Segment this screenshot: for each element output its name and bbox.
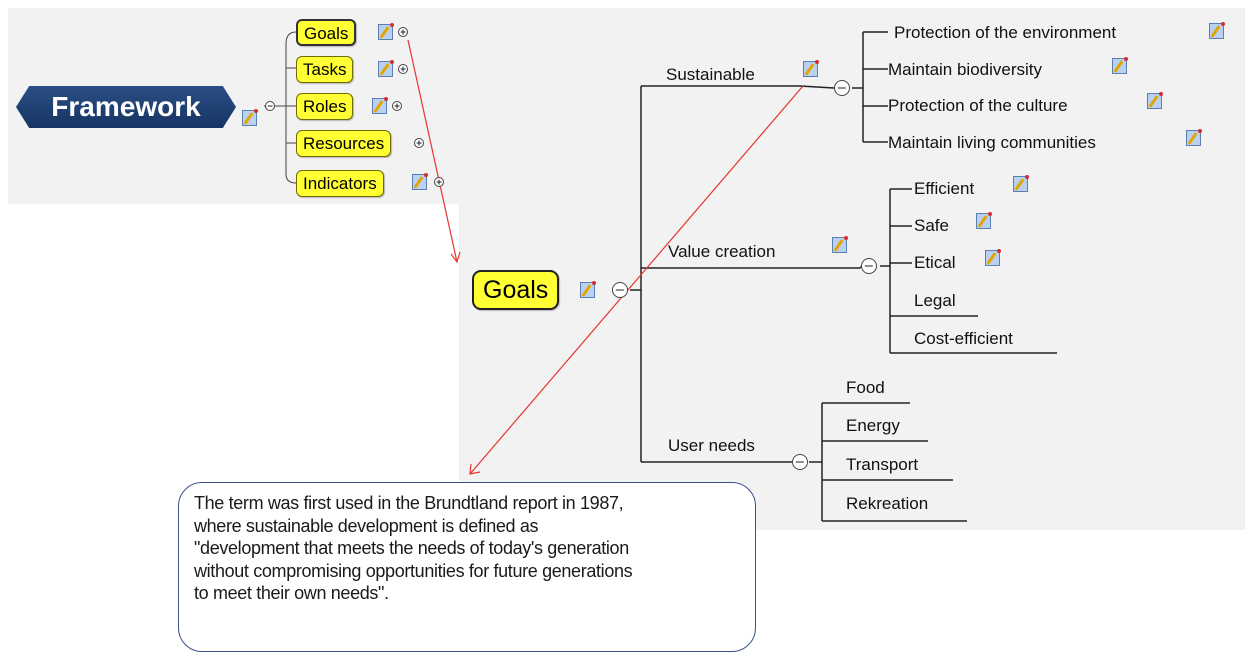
- sub-maintain-living-communities[interactable]: Maintain living communities: [888, 133, 1096, 152]
- sub-energy[interactable]: Energy: [846, 416, 900, 435]
- expand-icon[interactable]: [434, 177, 444, 187]
- branch-label: Roles: [303, 97, 347, 116]
- sub-protection-environment[interactable]: Protection of the environment: [894, 23, 1117, 42]
- category-value-creation[interactable]: Value creation: [668, 242, 776, 261]
- note-icon[interactable]: [378, 23, 394, 40]
- category-user-needs[interactable]: User needs: [668, 436, 755, 455]
- center-label: Goals: [483, 276, 549, 304]
- sub-efficient[interactable]: Efficient: [914, 179, 975, 198]
- collapse-icon[interactable]: [861, 258, 877, 274]
- note-icon[interactable]: [412, 173, 428, 190]
- note-icon[interactable]: [1147, 92, 1163, 109]
- framework-root-topic[interactable]: Framework: [16, 86, 236, 128]
- branch-goals[interactable]: Goals: [296, 19, 357, 46]
- branch-label: Tasks: [303, 60, 347, 79]
- expand-icon[interactable]: [414, 138, 424, 148]
- expand-icon[interactable]: [392, 101, 402, 111]
- note-icon[interactable]: [1209, 22, 1225, 39]
- expand-icon[interactable]: [398, 27, 408, 37]
- connector-lines: [264, 31, 1057, 522]
- sub-food[interactable]: Food: [846, 378, 885, 397]
- note-icon[interactable]: [242, 109, 258, 126]
- callout-line: without compromising opportunities for f…: [194, 560, 633, 581]
- goals-panel: [459, 8, 1245, 530]
- collapse-icon[interactable]: [834, 80, 850, 96]
- branch-label: Resources: [303, 134, 385, 153]
- note-icon[interactable]: [372, 97, 388, 114]
- branch-indicators[interactable]: Indicators: [296, 170, 384, 197]
- callout-line: "development that meets the needs of tod…: [194, 538, 629, 558]
- sub-etical[interactable]: Etical: [914, 253, 956, 272]
- goals-center-topic[interactable]: Goals: [472, 270, 560, 310]
- note-icon[interactable]: [1013, 175, 1029, 192]
- collapse-icon[interactable]: [265, 101, 275, 111]
- collapse-icon[interactable]: [792, 454, 808, 470]
- definition-callout: The term was first used in the Brundtlan…: [178, 482, 756, 652]
- note-icon[interactable]: [985, 249, 1001, 266]
- sub-safe[interactable]: Safe: [914, 216, 949, 235]
- callout-line: where sustainable development is defined…: [194, 515, 539, 536]
- sub-cost-efficient[interactable]: Cost-efficient: [914, 329, 1013, 348]
- expand-icon[interactable]: [398, 64, 408, 74]
- branch-roles[interactable]: Roles: [296, 93, 354, 120]
- note-icon[interactable]: [1186, 129, 1202, 146]
- branch-label: Goals: [304, 24, 349, 43]
- sub-protection-culture[interactable]: Protection of the culture: [888, 96, 1068, 115]
- branch-label: Indicators: [303, 174, 377, 193]
- collapse-icon[interactable]: [612, 282, 628, 298]
- note-icon[interactable]: [803, 60, 819, 77]
- note-icon[interactable]: [1112, 57, 1128, 74]
- branch-resources[interactable]: Resources: [296, 130, 392, 157]
- sub-transport[interactable]: Transport: [846, 455, 919, 474]
- note-icon[interactable]: [378, 60, 394, 77]
- sub-maintain-biodiversity[interactable]: Maintain biodiversity: [888, 60, 1043, 79]
- callout-line: to meet their own needs".: [194, 583, 389, 603]
- sub-rekreation[interactable]: Rekreation: [846, 494, 929, 513]
- note-icon[interactable]: [580, 281, 596, 298]
- branch-tasks[interactable]: Tasks: [296, 56, 354, 83]
- category-sustainable[interactable]: Sustainable: [666, 65, 755, 84]
- note-icon[interactable]: [832, 236, 848, 253]
- sub-legal[interactable]: Legal: [914, 291, 956, 310]
- callout-line: The term was first used in the Brundtlan…: [194, 493, 624, 513]
- note-icon[interactable]: [976, 212, 992, 229]
